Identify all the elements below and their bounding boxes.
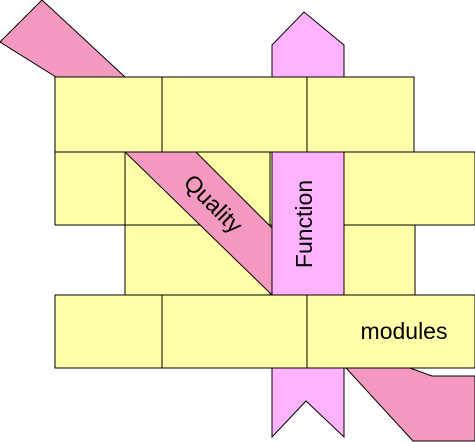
brick: [161, 76, 308, 153]
brick: [54, 294, 163, 369]
brick: [54, 76, 163, 153]
quality-band-tail: [0, 0, 127, 78]
function-band-bottom-tail: [271, 367, 345, 439]
function-band-top-arrow: [271, 11, 345, 78]
wall-row-2: [54, 151, 475, 226]
quality-band-bottom-tail: [344, 367, 475, 442]
brick: [54, 151, 126, 226]
modules-label: modules: [361, 318, 448, 344]
wall-row-1: [54, 76, 415, 153]
brick: [306, 76, 415, 153]
function-label: Function: [291, 180, 317, 268]
brick: [161, 294, 308, 369]
